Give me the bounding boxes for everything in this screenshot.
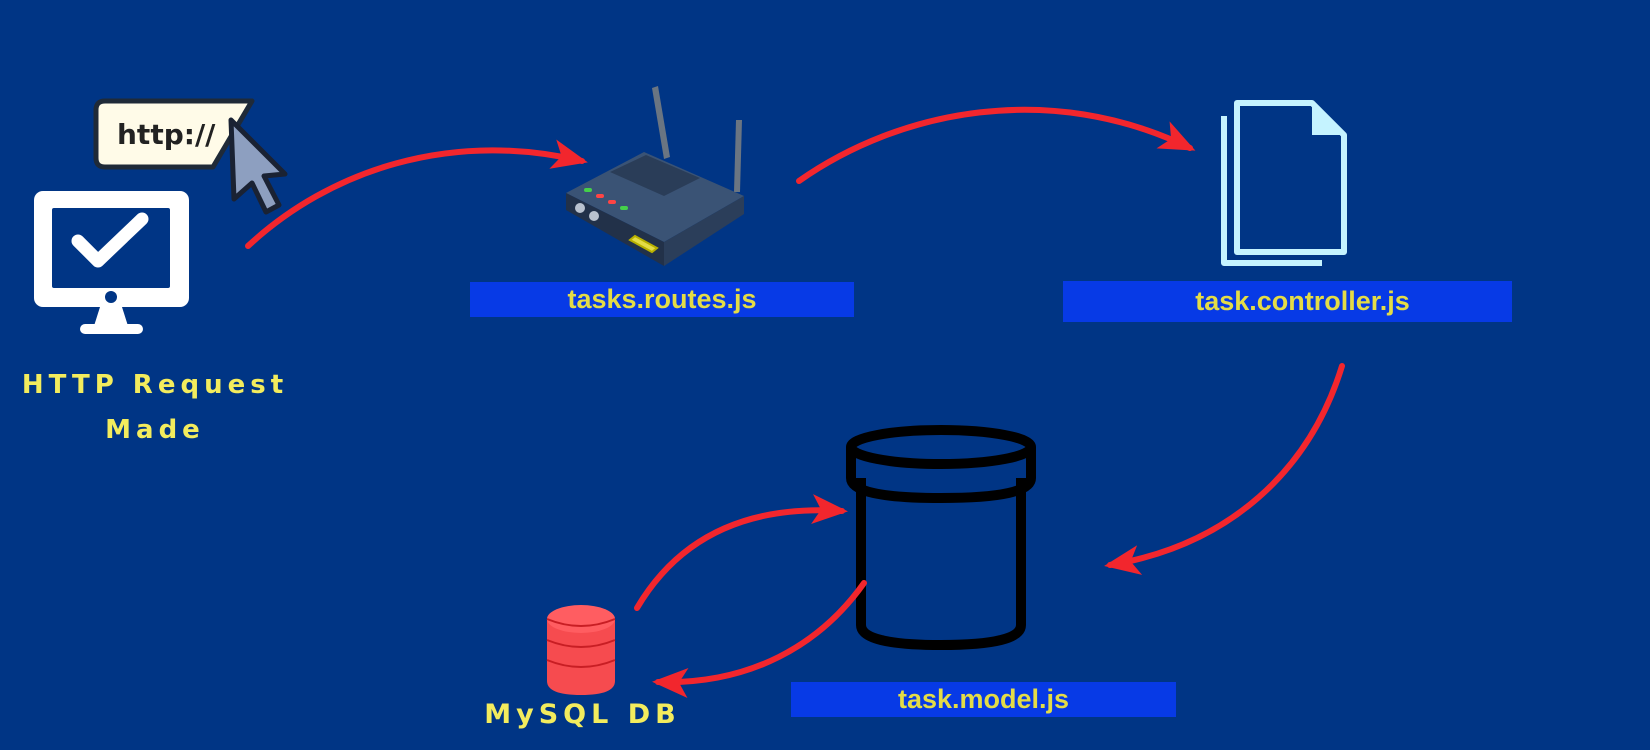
container-icon (846, 425, 1036, 651)
arrow-model-to-database (652, 580, 867, 698)
arrow-database-to-model (634, 494, 848, 611)
url-bar-icon: http:// (93, 98, 255, 170)
model-label: task.model.js (791, 682, 1176, 717)
http-request-caption-line1: HTTP Request (21, 370, 289, 400)
controller-label: task.controller.js (1063, 281, 1512, 322)
arrow-routes-to-controller (796, 106, 1196, 184)
arrow-controller-to-model (1104, 363, 1345, 575)
http-request-caption-line2: Made (105, 415, 205, 445)
router-icon (566, 86, 744, 266)
routes-label: tasks.routes.js (470, 282, 854, 317)
database-caption: MySQL DB (484, 699, 681, 730)
http-request-caption: HTTP Request Made (10, 363, 300, 453)
arrow-request-to-routes (245, 139, 588, 249)
documents-icon (1221, 100, 1347, 266)
mouse-cursor-icon (228, 117, 288, 215)
database-icon (546, 605, 616, 695)
monitor-checkmark-icon (34, 191, 189, 334)
url-text: http:// (117, 118, 216, 151)
